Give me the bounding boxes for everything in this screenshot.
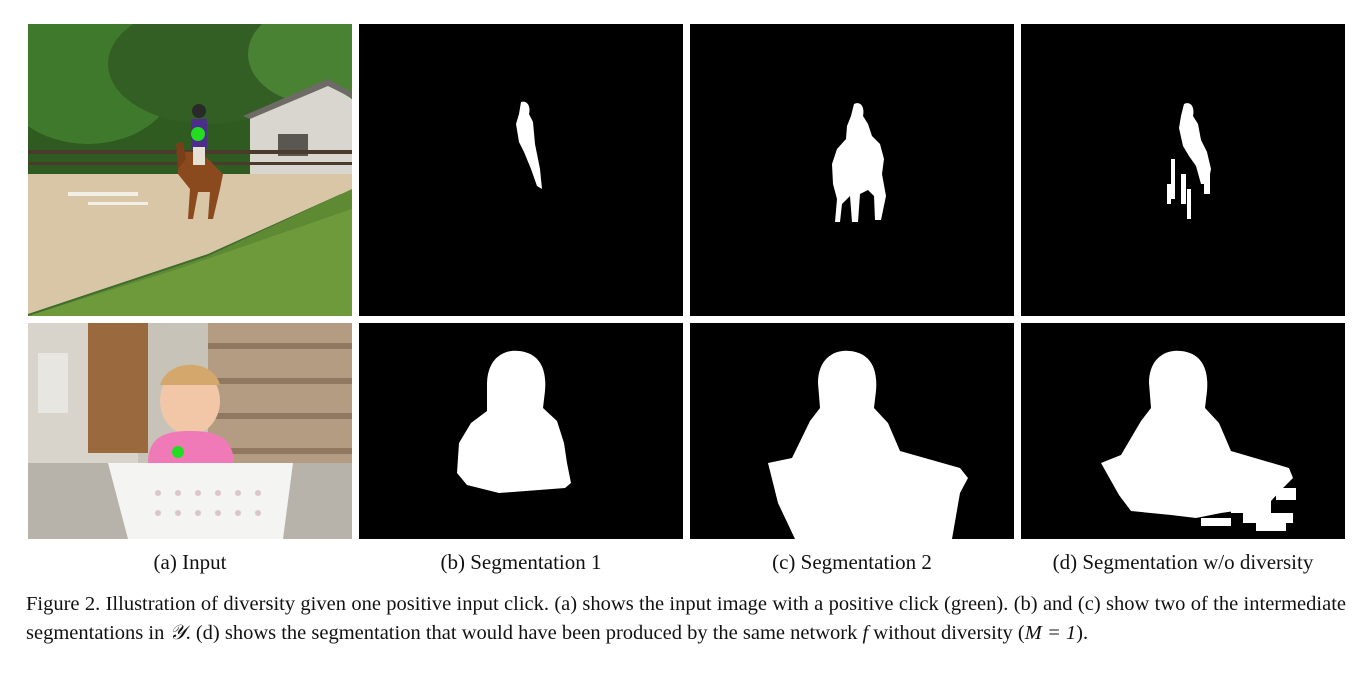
segmentation-1-baby <box>359 323 683 539</box>
subcaption-d: (d) Segmentation w/o diversity <box>1052 550 1314 574</box>
caption-text-1: Illustration of diversity given one posi… <box>26 593 1346 644</box>
segmentation-1-rider <box>359 24 683 316</box>
input-image-baby-basket <box>28 323 352 539</box>
caption-text-2: . (d) shows the segmentation that would … <box>185 622 858 644</box>
segmentation-2-baby-basket <box>690 323 1014 539</box>
subcaption-b: (b) Segmentation 1 <box>440 550 602 574</box>
input-image-horse-rider <box>28 24 352 316</box>
segmentation-2-rider-horse <box>690 24 1014 316</box>
symbol-y: 𝒴 <box>169 622 186 644</box>
segmentation-no-diversity-baby <box>1021 323 1345 539</box>
figure-label: Figure 2. <box>26 593 101 615</box>
subcaption-c: (c) Segmentation 2 <box>772 550 932 574</box>
caption-text-3: without diversity ( <box>873 622 1025 644</box>
subcaption-a: (a) Input <box>153 550 227 574</box>
positive-click-marker <box>172 446 184 458</box>
caption-text-4: ). <box>1076 622 1089 644</box>
positive-click-marker <box>191 127 205 141</box>
symbol-m-eq: M = 1 <box>1024 622 1077 644</box>
segmentation-no-diversity-rider <box>1021 24 1345 316</box>
symbol-f: f <box>862 622 869 644</box>
figure-caption: Figure 2. Illustration of diversity give… <box>26 590 1346 648</box>
